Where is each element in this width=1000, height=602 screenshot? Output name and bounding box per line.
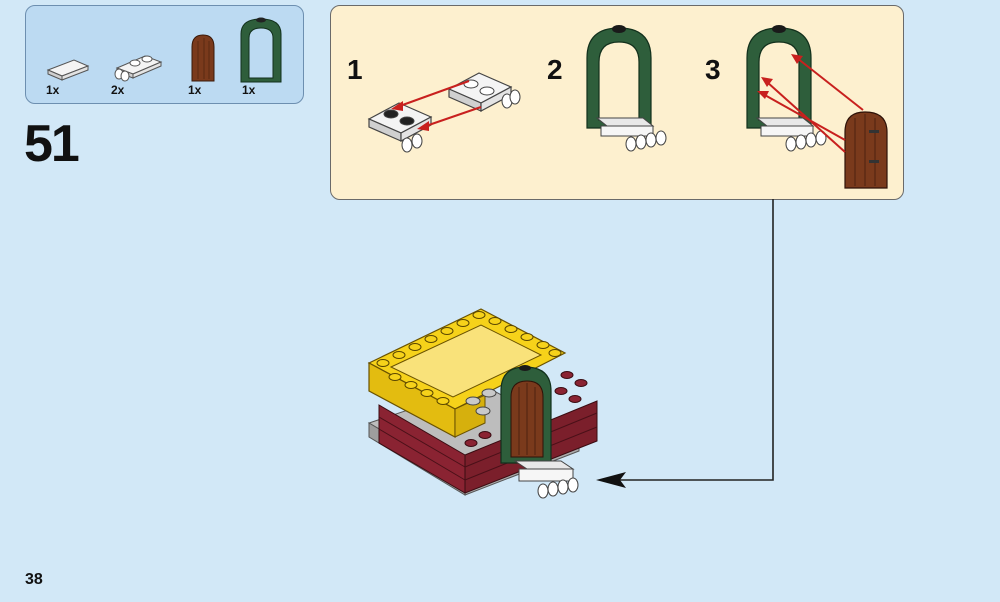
substep-1-illustration — [367, 72, 521, 153]
part-qty-plate: 2x — [111, 83, 125, 97]
main-model-illustration — [367, 308, 598, 499]
page-number: 38 — [25, 571, 43, 588]
white-tile-1x2-icon — [46, 59, 90, 81]
substep-label-1: 1 — [347, 54, 363, 85]
substep-2-illustration — [586, 25, 667, 152]
part-qty-tile: 1x — [46, 83, 60, 97]
parts-list-box: 1x 2x 1x 1x — [25, 5, 304, 104]
part-qty-door: 1x — [188, 83, 202, 97]
substep-label-3: 3 — [705, 54, 721, 85]
white-plate-clip-icon — [114, 55, 163, 82]
step-number: 51 — [24, 115, 80, 173]
brown-door-icon — [191, 34, 215, 82]
subassembly-box: 1 2 3 — [330, 5, 904, 200]
substep-3-illustration — [746, 25, 888, 189]
part-qty-arch: 1x — [242, 83, 256, 97]
green-arch-frame-icon — [240, 17, 282, 83]
substep-label-2: 2 — [547, 54, 563, 85]
